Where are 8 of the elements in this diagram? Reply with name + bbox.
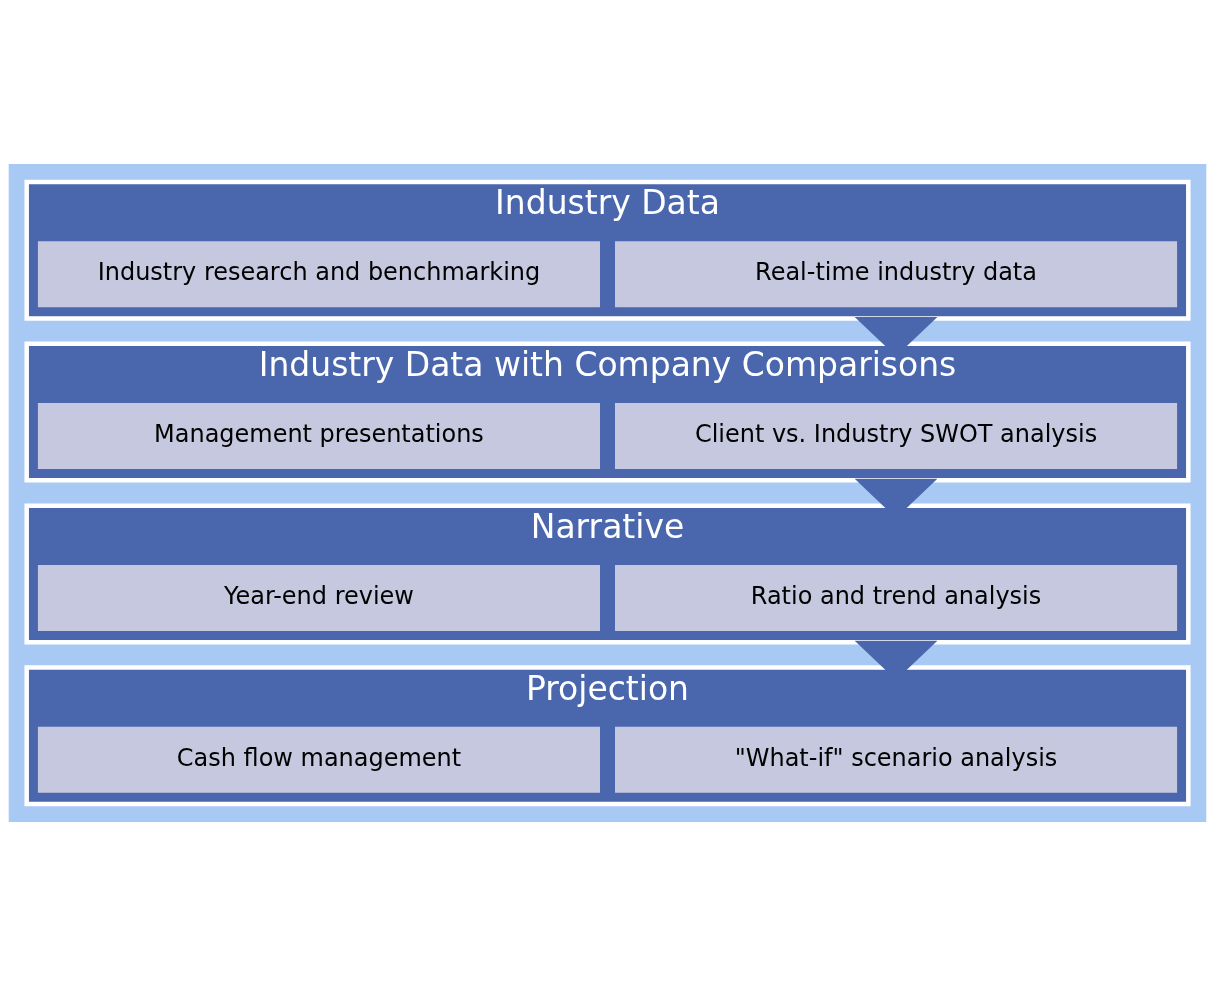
node-box: Client vs. Industry SWOT analysis <box>615 403 1178 469</box>
node-box: Management presentations <box>37 403 600 469</box>
node-box: Year-end review <box>37 564 600 631</box>
node-box: Cash flow management <box>37 726 600 793</box>
node-box: "What-if" scenario analysis <box>615 726 1178 793</box>
node-box: Real-time industry data <box>615 241 1178 308</box>
node-box: Industry research and benchmarking <box>37 241 600 308</box>
node-box: Ratio and trend analysis <box>615 564 1178 631</box>
